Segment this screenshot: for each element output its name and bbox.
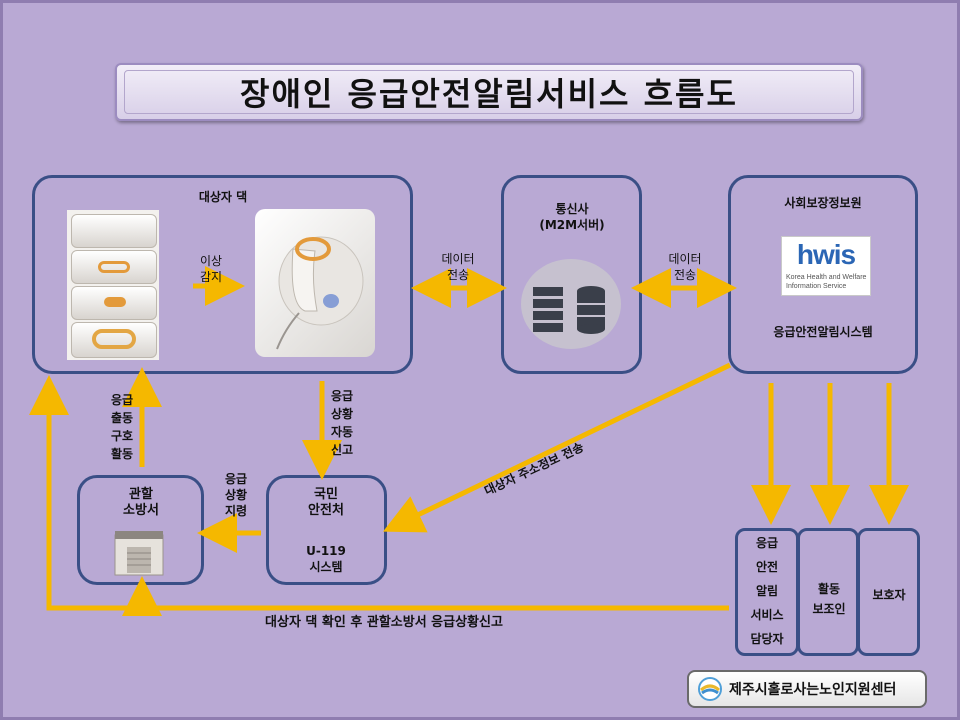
fire-station-icon: [113, 529, 165, 577]
guardian-panel: [857, 528, 920, 656]
server-database-icon: [521, 259, 621, 349]
safety-agency-label: 국민 안전처: [308, 487, 344, 518]
data-transfer-1-label: 데이터 전송: [441, 252, 475, 282]
ssis-system-label: 응급안전알림시스템: [773, 325, 873, 339]
helper-label: 활동 보조인: [812, 582, 846, 616]
auto-report-label: 응급 상황 자동 신고: [330, 389, 354, 457]
arrow-address-transfer: [382, 362, 732, 533]
center-badge: 제주시홀로사는노인지원센터: [687, 670, 927, 708]
guardian-label: 보호자: [872, 588, 906, 602]
dispatch-order-label: 응급 상황 지령: [224, 472, 248, 518]
device-photo-stack: [67, 210, 159, 360]
u119-system-label: U-119 시스템: [306, 544, 346, 574]
ssis-label: 사회보장정보원: [784, 196, 862, 210]
title-frame: 장애인 응급안전알림서비스 흐름도: [124, 70, 854, 114]
page-title: 장애인 응급안전알림서비스 흐름도: [240, 75, 738, 113]
fire-station-label: 관할 소방서: [123, 487, 159, 518]
rescue-label: 응급 출동 구호 활동: [110, 393, 134, 461]
title-banner: 장애인 응급안전알림서비스 흐름도: [115, 63, 863, 121]
data-transfer-2-label: 데이터 전송: [668, 252, 702, 282]
manager-label: 응급 안전 알림 서비스 담당자: [750, 536, 784, 646]
arrow-bottom-report: [29, 375, 729, 611]
abnormal-detect-label: 이상 감지: [199, 254, 223, 284]
bottom-report-label: 대상자 댁 확인 후 관할소방서 응급상황신고: [265, 615, 503, 630]
flow-arrows: [29, 266, 909, 616]
center-logo-icon: [698, 677, 722, 701]
center-name: 제주시홀로사는노인지원센터: [729, 682, 897, 698]
hwis-logo: hwis Korea Health and Welfare Informatio…: [781, 236, 871, 296]
telecom-label: 통신사 (M2M서버): [539, 202, 605, 232]
home-label: 대상자 댁: [198, 190, 248, 204]
emergency-call-device: [255, 209, 375, 357]
